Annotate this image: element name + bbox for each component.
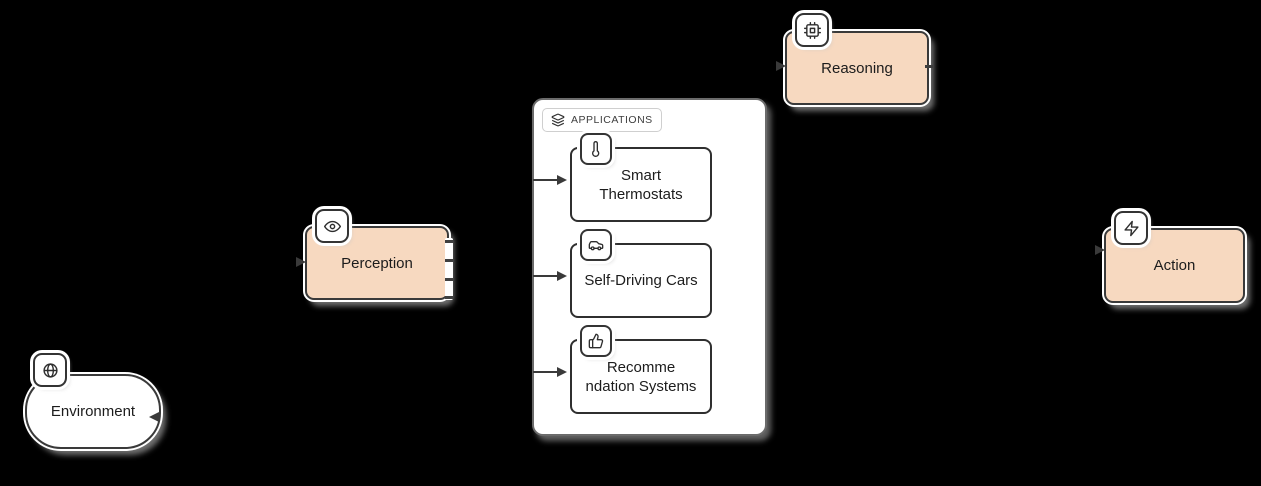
app-item-label: ndation Systems <box>585 377 697 395</box>
edge-arrowhead-into-environment <box>149 412 159 422</box>
node-environment-label: Environment <box>50 403 136 420</box>
action-badge <box>1114 211 1148 245</box>
node-perception-label: Perception <box>341 254 413 272</box>
edge-arrowhead-into-perception <box>296 257 306 267</box>
zap-icon <box>1123 220 1139 236</box>
environment-badge <box>33 353 67 387</box>
globe-icon <box>42 362 58 378</box>
edge-to-self-driving-cars <box>533 275 559 277</box>
node-reasoning-label: Reasoning <box>821 59 893 77</box>
thermometer-icon <box>592 141 600 157</box>
eye-icon <box>323 220 341 232</box>
edge-exit-tick <box>445 240 453 243</box>
cpu-icon <box>803 21 821 39</box>
edge-exit-tick <box>445 296 453 299</box>
applications-container[interactable]: APPLICATIONS Smart Thermostats Self-Driv… <box>532 98 767 436</box>
app-item-label: Recomme <box>606 358 676 376</box>
app-item-label: Smart <box>620 166 661 184</box>
app-item-label: Self-Driving Cars <box>584 272 698 289</box>
edge-arrowhead-recommendation-systems <box>557 366 567 377</box>
edge-exit-reasoning <box>925 65 934 68</box>
edge-exit-tick <box>445 259 453 262</box>
perception-badge <box>315 209 349 243</box>
recommendation-systems-badge <box>580 325 612 357</box>
perception-connector-strip <box>445 238 453 300</box>
edge-exit-tick <box>445 278 453 281</box>
self-driving-cars-badge <box>580 229 612 261</box>
edge-arrowhead-self-driving-cars <box>557 270 567 281</box>
app-item-label: Thermostats <box>599 185 683 203</box>
edge-arrowhead-into-action <box>1095 245 1105 255</box>
thumbs-up-icon <box>588 333 604 349</box>
app-item-smart-thermostats[interactable]: Smart Thermostats <box>570 147 712 222</box>
reasoning-badge <box>795 13 829 47</box>
layers-icon <box>551 113 565 127</box>
edge-arrowhead-smart-thermostats <box>557 174 567 185</box>
edge-to-recommendation-systems <box>533 371 559 373</box>
node-action-label: Action <box>1153 257 1196 274</box>
applications-title: APPLICATIONS <box>571 114 653 126</box>
smart-thermostats-badge <box>580 133 612 165</box>
applications-title-chip: APPLICATIONS <box>542 108 662 132</box>
edge-arrowhead-into-reasoning <box>776 60 786 71</box>
car-icon <box>588 241 604 251</box>
edge-to-smart-thermostats <box>533 179 559 181</box>
